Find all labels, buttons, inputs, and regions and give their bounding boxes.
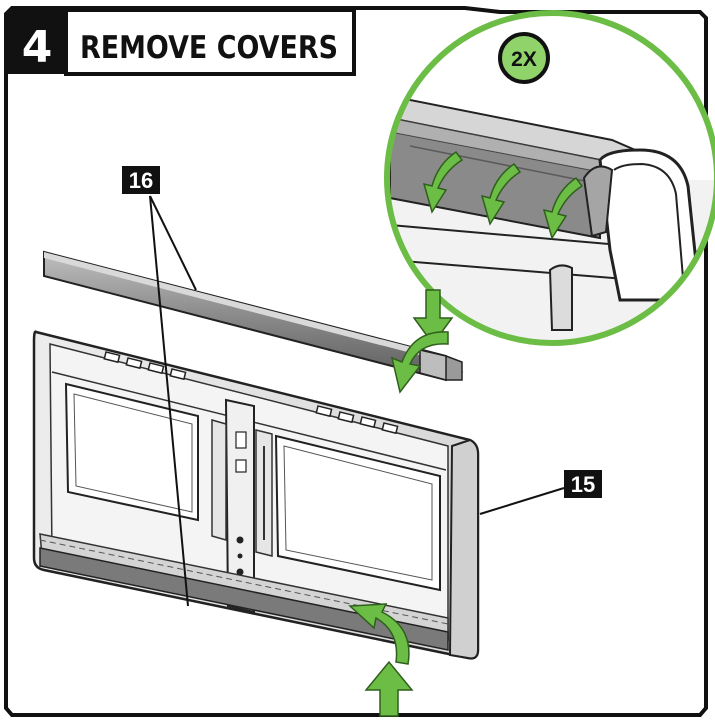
callout-15-label: 15 <box>571 472 595 497</box>
step-title-box <box>64 8 356 76</box>
leader-line <box>149 195 197 291</box>
callout-15: 15 <box>479 470 602 515</box>
green-straight-arrow <box>364 289 454 717</box>
callout-16: 16 <box>122 166 197 607</box>
step-title: REMOVE COVERS <box>80 30 338 66</box>
quantity-text: 2X <box>511 48 537 71</box>
green-curved-arrow <box>422 150 584 240</box>
step-number-box <box>8 10 66 74</box>
inset-ring <box>384 10 715 346</box>
step-header: 4 REMOVE COVERS <box>8 8 356 76</box>
step-number: 4 <box>22 22 53 73</box>
green-curved-arrow <box>348 331 449 665</box>
callout-16-label: 16 <box>129 168 153 193</box>
leader-line <box>479 487 565 515</box>
wall-mount-frame <box>32 330 480 660</box>
cover-strip <box>43 250 464 382</box>
leader-line <box>149 195 189 607</box>
quantity-badge: 2X <box>498 32 550 84</box>
